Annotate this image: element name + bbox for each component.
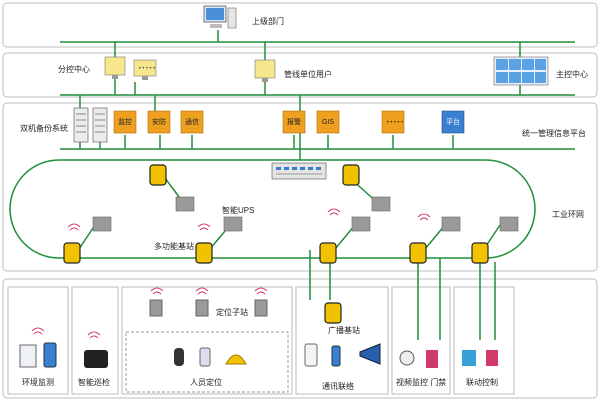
subpanel-comm bbox=[295, 286, 389, 395]
label-industrial-ring: 工业环网 bbox=[552, 210, 584, 219]
label-env-monitoring: 环境监测 bbox=[22, 378, 54, 387]
module-label-platform: 平台 bbox=[446, 119, 460, 126]
wifi-signal-icon bbox=[31, 208, 431, 339]
base-station-icon bbox=[324, 302, 342, 324]
module-monitoring bbox=[113, 110, 137, 134]
ups-box-icon bbox=[371, 196, 391, 212]
light-icon bbox=[486, 350, 498, 366]
base-station-icon bbox=[342, 164, 360, 186]
ups-box-icon bbox=[175, 196, 195, 212]
ups-box-icon bbox=[92, 216, 112, 232]
module-label-gis: GIS bbox=[321, 119, 335, 126]
ups-box-icon bbox=[223, 216, 243, 232]
module-label-security: 安防 bbox=[152, 119, 166, 126]
server-rack-icon bbox=[92, 107, 108, 143]
patrol-device-icon bbox=[84, 350, 108, 368]
module-label-communication: 通信 bbox=[185, 119, 199, 126]
label-dual-backup: 双机备份系统 bbox=[20, 124, 68, 133]
speaker-horn-icon bbox=[359, 343, 381, 365]
svg-text:•••••: ••••• bbox=[138, 65, 156, 72]
label-unified-platform: 统一管理信息平台 bbox=[522, 129, 586, 138]
base-station-icon bbox=[319, 242, 337, 264]
base-station-icon bbox=[63, 242, 81, 264]
gas-detector-icon bbox=[19, 344, 37, 368]
label-sub-control-center: 分控中心 bbox=[58, 65, 90, 74]
subpanel-env bbox=[7, 286, 69, 395]
card-icon bbox=[199, 347, 211, 367]
positioning-substation-icon bbox=[149, 299, 163, 317]
monitor-icon bbox=[254, 59, 276, 82]
monitor-icon: ••••• bbox=[133, 59, 157, 80]
door-access-icon bbox=[426, 350, 438, 368]
module-label-monitoring: 监控 bbox=[118, 119, 132, 126]
ups-box-icon bbox=[499, 216, 519, 232]
label-personnel-positioning: 人员定位 bbox=[190, 378, 222, 387]
subpanel-patrol bbox=[71, 286, 119, 395]
ups-box-icon bbox=[441, 216, 461, 232]
label-positioning-substation: 定位子站 bbox=[216, 308, 248, 317]
panel-superior bbox=[2, 2, 598, 48]
module-alarm bbox=[282, 110, 306, 134]
label-multi-base-station: 多功能基站 bbox=[154, 242, 194, 251]
label-comm-link: 通讯联络 bbox=[322, 382, 354, 391]
positioning-substation-icon bbox=[195, 299, 209, 317]
label-video-access: 视频监控 门禁 bbox=[396, 378, 447, 387]
label-linkage-control: 联动控制 bbox=[466, 378, 498, 387]
module-gis bbox=[316, 110, 340, 134]
monitor-icon bbox=[104, 56, 126, 79]
base-station-icon bbox=[195, 242, 213, 264]
tag-icon bbox=[174, 348, 184, 366]
label-broadcast-base-station: 广播基站 bbox=[328, 326, 360, 335]
label-superior-dept: 上级部门 bbox=[252, 17, 284, 26]
fan-icon bbox=[462, 350, 476, 366]
mobile-icon bbox=[331, 345, 341, 367]
module-security bbox=[147, 110, 171, 134]
label-main-control-center: 主控中心 bbox=[556, 70, 588, 79]
network-lines bbox=[9, 30, 575, 340]
base-station-icon bbox=[409, 242, 427, 264]
network-switch-icon bbox=[271, 162, 327, 180]
module-label-alarm: 报警 bbox=[287, 119, 301, 126]
camera-icon bbox=[399, 350, 415, 366]
positioning-substation-icon bbox=[254, 299, 268, 317]
label-pipeline-users: 管线单位用户 bbox=[284, 70, 332, 79]
sensor-icon bbox=[43, 342, 57, 368]
phone-icon bbox=[304, 343, 318, 367]
helmet-icon bbox=[225, 354, 247, 365]
video-wall-icon bbox=[493, 56, 549, 86]
base-station-icon bbox=[149, 164, 167, 186]
module-platform bbox=[441, 110, 465, 134]
label-smart-patrol: 智能巡检 bbox=[78, 378, 110, 387]
subpanel-personnel bbox=[125, 331, 289, 393]
base-station-icon bbox=[471, 242, 489, 264]
server-rack-icon bbox=[73, 107, 89, 143]
label-smart-ups: 智能UPS bbox=[222, 206, 255, 215]
module-terminal bbox=[381, 110, 405, 134]
module-communication bbox=[180, 110, 204, 134]
desktop-computer-icon bbox=[203, 5, 237, 29]
subpanel-linkage bbox=[453, 286, 515, 395]
svg-text:•••••: ••••• bbox=[386, 119, 404, 126]
ups-box-icon bbox=[351, 216, 371, 232]
